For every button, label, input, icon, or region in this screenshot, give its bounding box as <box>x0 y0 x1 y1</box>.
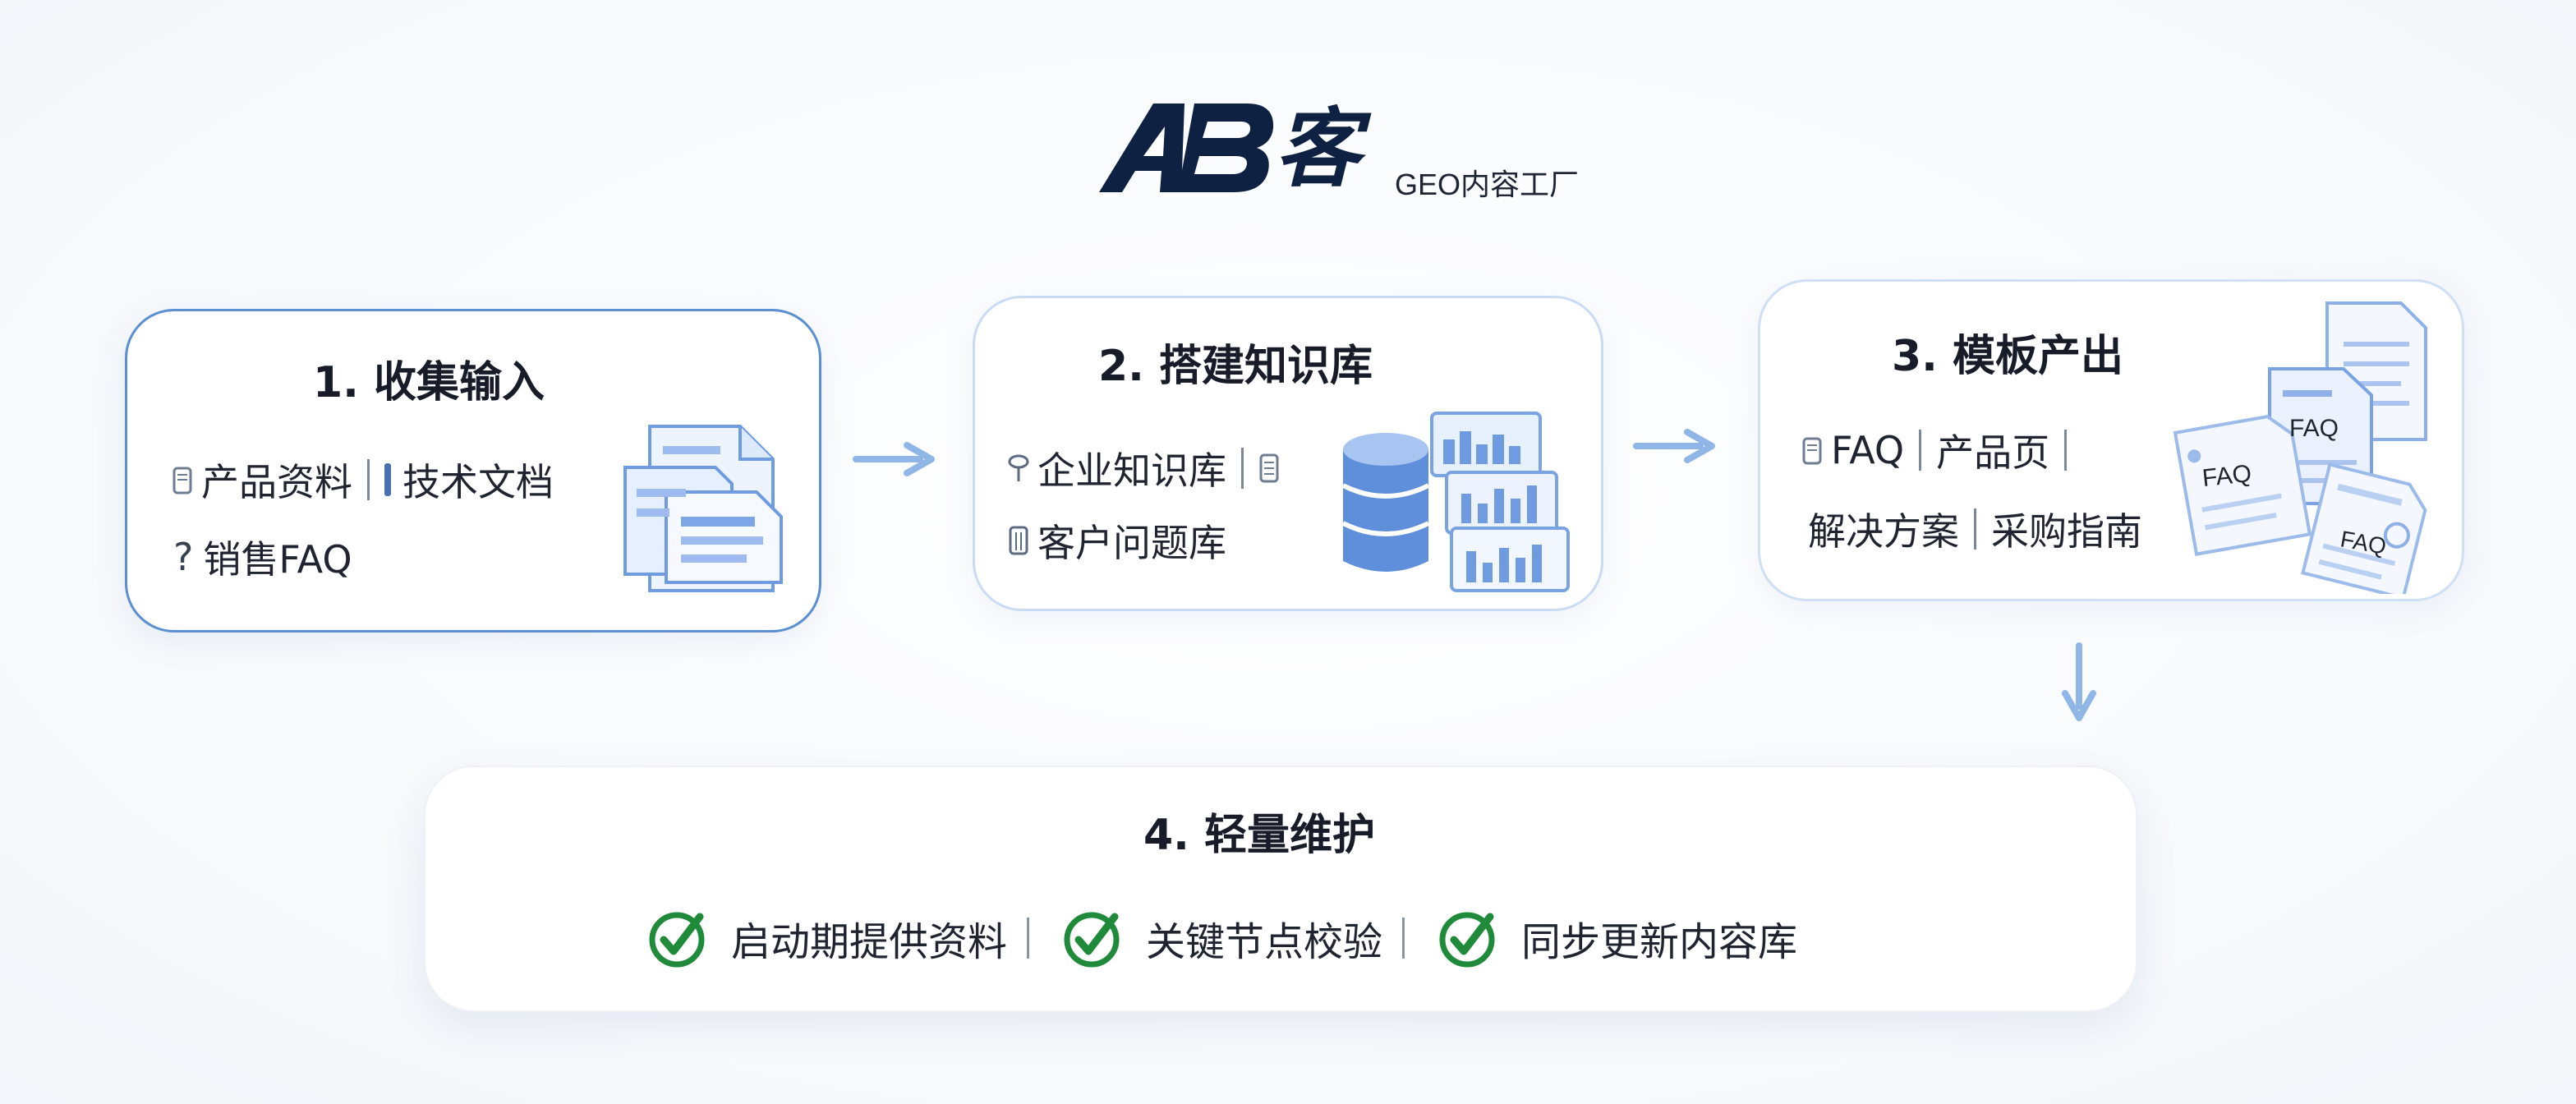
step-card-light-maintenance: 4. 轻量维护 启动期提供资料 关键节点校验 <box>424 766 2137 1012</box>
document-icon <box>172 467 192 494</box>
check-label: 启动期提供资料 <box>731 919 1008 965</box>
step-card-build-knowledge-base: 2. 搭建知识库 企业知识库 客户问题库 <box>973 296 1603 611</box>
step-item: FAQ <box>1831 428 1905 472</box>
brand-logo-char: 客 <box>1275 99 1361 199</box>
separator <box>1027 918 1030 959</box>
step-item: 采购指南 <box>1991 509 2142 554</box>
step-item: 技术文档 <box>402 460 554 504</box>
brand-logo-mark <box>1099 104 1274 192</box>
pin-icon <box>1008 454 1029 481</box>
step-title: 4. 轻量维护 <box>1143 811 1376 860</box>
step-items-row-2: ? 销售FAQ <box>173 530 352 584</box>
step-item: 解决方案 <box>1808 509 1959 554</box>
arrow-right-icon <box>1633 429 1715 463</box>
separator <box>1241 448 1244 489</box>
step-title: 3. 模板产出 <box>1892 332 2124 381</box>
faq-doc-label: FAQ <box>2289 415 2339 442</box>
separator <box>1402 918 1405 959</box>
check-item: 关键节点校验 <box>1060 907 1382 969</box>
database-icon <box>1341 412 1570 592</box>
check-circle-icon <box>1064 912 1120 968</box>
step-items-row-1: FAQ 产品页 <box>1801 423 2082 477</box>
step-items-row-1: 产品资料 技术文档 <box>172 453 554 507</box>
arrow-down-icon <box>2062 642 2096 721</box>
step-item: 销售FAQ <box>203 537 352 582</box>
step-items-row-1: 企业知识库 <box>1008 441 1288 495</box>
arrow-right-icon <box>853 442 935 476</box>
faq-doc-label: FAQ <box>2201 459 2253 493</box>
separator <box>2064 430 2068 471</box>
step-item: 产品页 <box>1936 430 2050 475</box>
step-card-template-output: 3. 模板产出 FAQ 产品页 解决方案 采购指南 <box>1758 279 2464 601</box>
step-card-collect-input: 1. 收集输入 产品资料 技术文档 ? 销售FAQ <box>125 309 821 632</box>
document-icon <box>384 463 391 496</box>
document-icon <box>1802 437 1822 465</box>
check-label: 同步更新内容库 <box>1521 919 1798 965</box>
step-item: 客户问题库 <box>1037 521 1226 565</box>
check-item: 启动期提供资料 <box>646 907 1007 969</box>
separator <box>1974 508 1976 550</box>
document-icon <box>1009 526 1028 555</box>
step-item: 产品资料 <box>201 460 352 504</box>
maintenance-checklist: 启动期提供资料 关键节点校验 同步更新内容库 <box>646 907 1797 969</box>
step-items-row-2: 解决方案 采购指南 <box>1808 502 2142 556</box>
check-label: 关键节点校验 <box>1146 919 1383 965</box>
check-item: 同步更新内容库 <box>1436 907 1797 969</box>
step-items-row-2: 客户问题库 <box>1008 513 1226 568</box>
check-circle-icon <box>649 912 705 968</box>
document-stack-icon <box>623 425 783 592</box>
brand-subtitle: GEO内容工厂 <box>1395 168 1580 201</box>
check-circle-icon <box>1439 912 1495 968</box>
question-icon: ? <box>173 535 194 579</box>
separator <box>367 459 370 500</box>
brand-logo: 客 GEO内容工厂 <box>1092 95 1585 202</box>
document-icon <box>1259 453 1279 483</box>
step-title: 2. 搭建知识库 <box>1098 342 1373 391</box>
step-item: 企业知识库 <box>1037 448 1226 493</box>
step-title: 1. 收集输入 <box>313 358 545 407</box>
faq-documents-icon: FAQ FAQ FAQ <box>2155 298 2434 594</box>
separator <box>1919 430 1922 471</box>
